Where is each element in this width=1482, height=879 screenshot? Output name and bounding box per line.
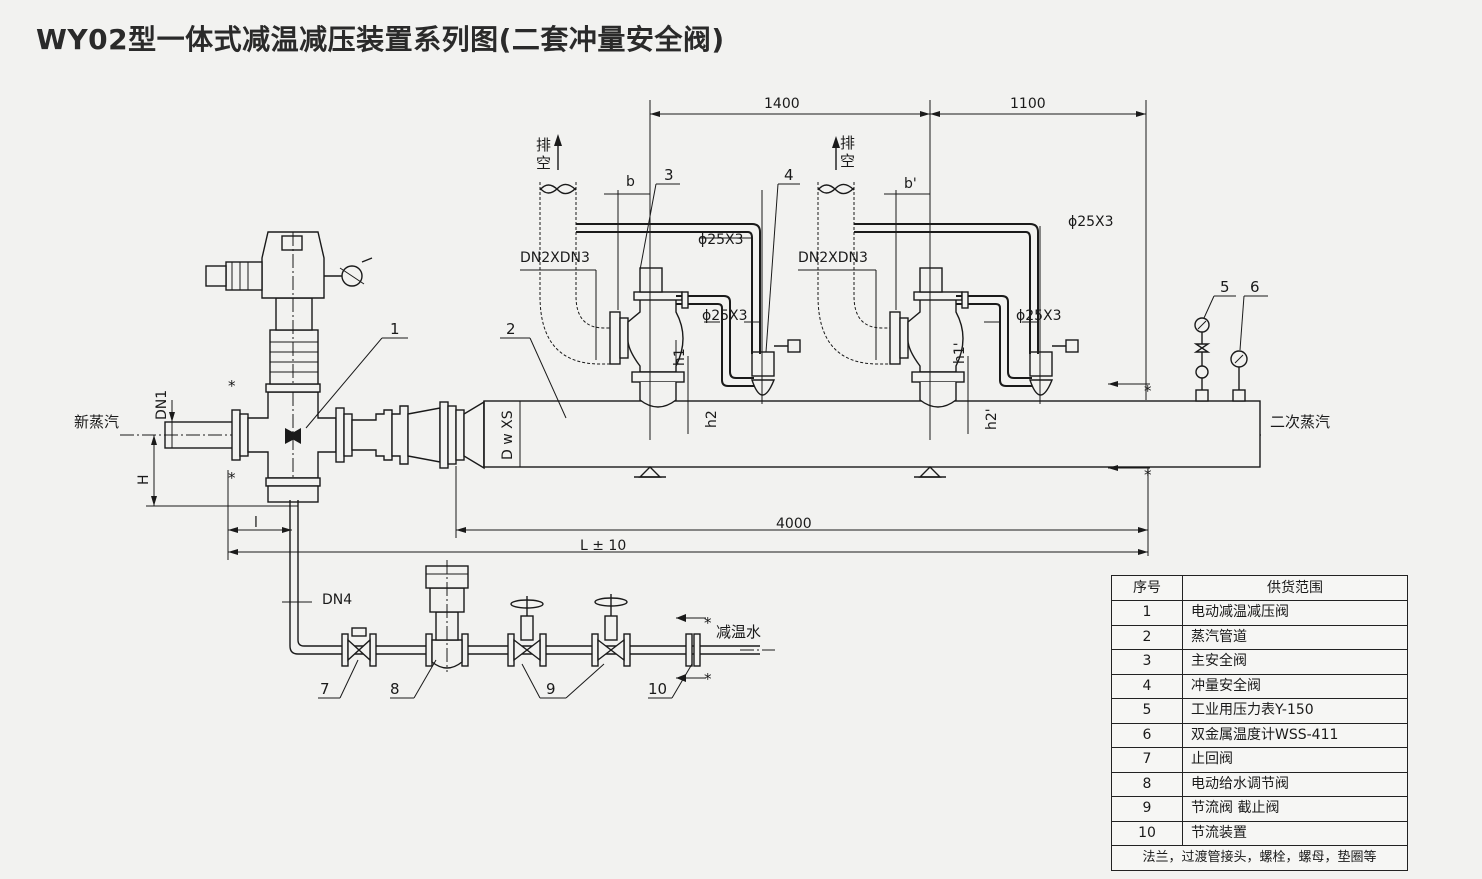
callout-3: 3 (664, 166, 674, 184)
table-cell-name: 止回阀 (1182, 747, 1408, 773)
safety-valve-set-1 (520, 100, 801, 440)
water-line: * * (289, 500, 775, 688)
page-title: WY02型一体式减温减压装置系列图(二套冲量安全阀) (36, 23, 725, 56)
dim-h2-prime: h2' (984, 408, 1000, 430)
label-exhaust-1: 排空 (536, 136, 551, 172)
dim-dn2dn3-1: DN2XDN3 (520, 250, 590, 266)
callout-9: 9 (546, 680, 556, 698)
electric-actuator (205, 231, 373, 385)
table-cell-no: 4 (1111, 673, 1183, 699)
table-cell-name: 主安全阀 (1182, 649, 1408, 675)
label-water-in: 减温水 (716, 623, 761, 641)
pressure-reducing-valve-body: * * (228, 377, 337, 503)
table-cell-no: 2 (1111, 624, 1183, 650)
dim-phi25-3: ϕ25X3 (1068, 214, 1114, 230)
svg-text:*: * (228, 469, 236, 487)
callout-6: 6 (1250, 278, 1260, 296)
table-cell-no: 9 (1111, 796, 1183, 822)
table-cell-no: 7 (1111, 747, 1183, 773)
callout-5: 5 (1220, 278, 1230, 296)
dim-dn2dn3-2: DN2XDN3 (798, 250, 868, 266)
dim-4000: 4000 (776, 516, 812, 532)
callout-2: 2 (506, 320, 516, 338)
table-footer: 法兰，过渡管接头，螺栓，螺母，垫圈等 (1111, 845, 1408, 871)
table-cell-no: 3 (1111, 649, 1183, 675)
callout-8: 8 (390, 680, 400, 698)
table-cell-name: 双金属温度计WSS-411 (1182, 722, 1408, 748)
table-cell-name: 电动给水调节阀 (1182, 771, 1408, 797)
table-cell-no: 5 (1111, 698, 1183, 724)
callout-10: 10 (648, 680, 667, 698)
callout-1: 1 (390, 320, 400, 338)
svg-text:*: * (1144, 466, 1152, 484)
table-cell-no: 1 (1111, 600, 1183, 626)
callout-4: 4 (784, 166, 794, 184)
dim-1100: 1100 (1010, 96, 1046, 112)
table-header-scope: 供货范围 (1182, 575, 1408, 601)
label-steam-in: 新蒸汽 (74, 413, 119, 431)
dim-DN1: DN1 (154, 390, 170, 420)
table-cell-name: 节流装置 (1182, 820, 1408, 846)
safety-valve-set-2 (798, 100, 1079, 440)
table-header-row: 序号 供货范围 (1111, 575, 1408, 601)
svg-text:*: * (228, 377, 236, 395)
table-cell-name: 冲量安全阀 (1182, 673, 1408, 699)
callout-7: 7 (320, 680, 330, 698)
dim-phi25-2: ϕ25X3 (702, 308, 748, 324)
table-footer-row: 法兰，过渡管接头，螺栓，螺母，垫圈等 (1111, 845, 1408, 871)
label-exhaust-2: 排空 (840, 134, 855, 170)
svg-text:*: * (704, 670, 712, 688)
dimension-lines: * * (146, 100, 1152, 603)
dim-b: b (626, 174, 635, 190)
dim-H: H (136, 474, 152, 485)
steam-header-pipe (483, 400, 1261, 478)
reducer-pipes (335, 400, 485, 470)
label-steam-out: 二次蒸汽 (1270, 413, 1330, 431)
table-cell-name: 蒸汽管道 (1182, 624, 1408, 650)
dim-L: L ± 10 (580, 538, 626, 554)
table-header-no: 序号 (1111, 575, 1183, 601)
table-cell-name: 工业用压力表Y-150 (1182, 698, 1408, 724)
dim-phi25-1: ϕ25X3 (698, 232, 744, 248)
dim-1400: 1400 (764, 96, 800, 112)
table-cell-no: 10 (1111, 820, 1183, 846)
dim-DwXS: D w XS (500, 410, 516, 460)
table-cell-name: 节流阀 截止阀 (1182, 796, 1408, 822)
dim-b-prime: b' (904, 176, 917, 192)
pressure-gauge (1193, 317, 1211, 402)
temperature-gauge (1230, 350, 1248, 402)
dim-h2: h2 (704, 410, 720, 428)
svg-text:*: * (1144, 382, 1152, 400)
svg-text:*: * (704, 614, 712, 632)
table-cell-no: 6 (1111, 722, 1183, 748)
dim-l: l (254, 515, 258, 531)
dim-h1-prime: h1' (952, 342, 968, 364)
table-cell-no: 8 (1111, 771, 1183, 797)
table-cell-name: 电动减温减压阀 (1182, 600, 1408, 626)
dim-DN4: DN4 (322, 592, 352, 608)
callout-leaders (305, 183, 1268, 699)
dim-h1: h1 (672, 348, 688, 366)
dim-phi25-4: ϕ25X3 (1016, 308, 1062, 324)
